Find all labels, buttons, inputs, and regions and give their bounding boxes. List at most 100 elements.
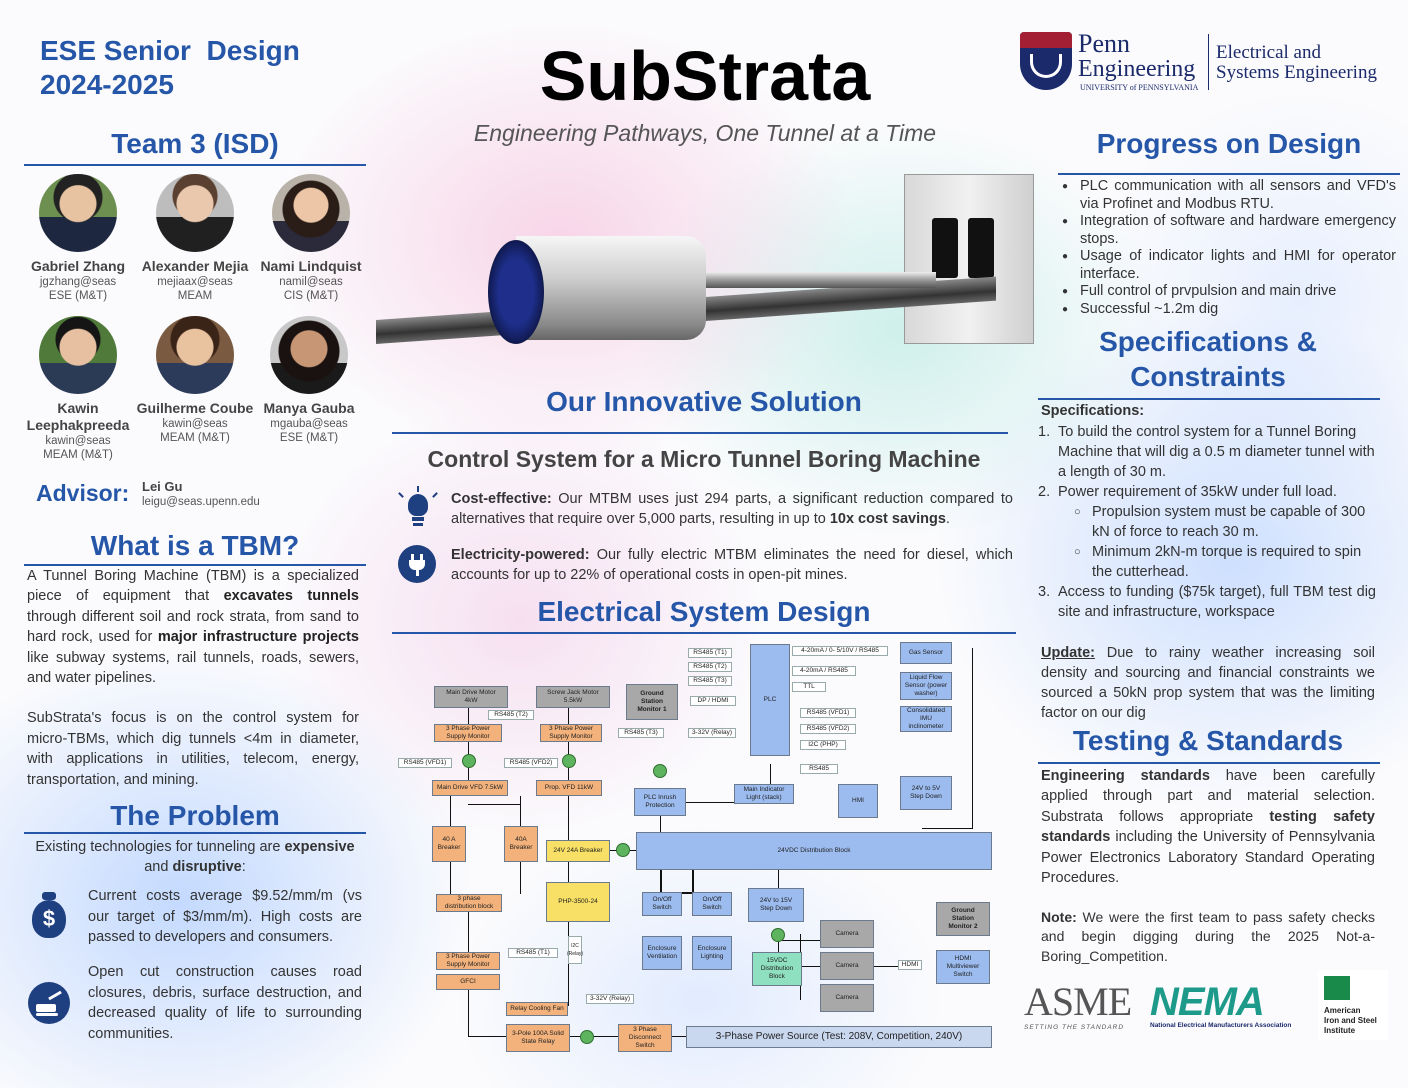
enclosure-ventilation-block: Enclosure Ventilation <box>642 936 682 970</box>
cutterhead-icon <box>488 240 544 344</box>
power-source-block: 3-Phase Power Source (Test: 208V, Compet… <box>686 1026 992 1048</box>
course-name: ESE Senior Design <box>40 35 300 66</box>
plug-icon <box>398 545 436 583</box>
asme-logo-text: ASME <box>1024 979 1132 1024</box>
logo-dept-line2: Systems Engineering <box>1216 62 1377 83</box>
label-i2c-relay: I2C (Relay) <box>567 936 583 964</box>
label-hdmi: HDMI <box>898 960 922 970</box>
hdmi-switch-block: HDMI Multiviewer Switch <box>936 950 990 984</box>
tbm-paragraph-1: A Tunnel Boring Machine (TBM) is a speci… <box>27 568 359 687</box>
nema-tagline: National Electrical Manufacturers Associ… <box>1150 1022 1292 1029</box>
specs-update: Update: Due to rainy weather increasing … <box>1041 645 1375 721</box>
testing-text: Engineering standards have been carefull… <box>1041 768 1375 887</box>
main-indicator-block: Main Indicator Light (stack) <box>734 784 794 804</box>
member-major: MEAM (M&T) <box>43 449 113 461</box>
label-rs485-t3b: RS485 (T3) <box>688 676 732 686</box>
avatar <box>270 316 348 394</box>
specs-heading: Specifications & Constraints <box>1036 324 1380 394</box>
solution-heading: Our Innovative Solution <box>546 386 862 417</box>
team-member: Guilherme Coube kawin@seas MEAM (M&T) <box>136 316 254 445</box>
member-email: mgauba@seas <box>270 418 348 430</box>
avatar <box>156 174 234 252</box>
label-rs485-t1: RS485 (T1) <box>688 648 732 658</box>
member-name: Manya Gauba <box>263 400 355 416</box>
money-bag-icon: $ <box>30 892 68 940</box>
progress-item: Integration of software and hardware eme… <box>1060 213 1396 248</box>
member-major: ESE (M&T) <box>279 432 339 444</box>
label-4-20ma-a: 4-20mA / 0- 5/10V / RS485 <box>792 646 888 656</box>
label-relay-32-bottom: 3-32V (Relay) <box>586 994 634 1004</box>
label-4-20ma-b: 4-20mA / RS485 <box>792 666 856 676</box>
team-member: Gabriel Zhang jgzhang@seas ESE (M&T) <box>19 174 137 303</box>
plc-inrush-block: PLC Inrush Protection <box>634 788 686 816</box>
label-rs485-t1-left: RS485 (T1) <box>508 948 558 958</box>
logo-dept-line1: Electrical and <box>1216 42 1321 63</box>
label-rs485-t3: RS485 (T3) <box>618 728 664 738</box>
advisor-email: leigu@seas.upenn.edu <box>142 496 260 508</box>
specs-heading-line1: Specifications & <box>1099 326 1317 357</box>
member-name: Guilherme Coube <box>136 400 254 416</box>
solution-subheading: Control System for a Micro Tunnel Boring… <box>427 446 981 472</box>
penn-shield-icon <box>1020 32 1072 90</box>
member-email: kawin@seas <box>45 435 111 447</box>
label-rs485-vfd1: RS485 (VFD1) <box>800 708 856 718</box>
spec-item: 3.Access to funding ($75k target), full … <box>1038 584 1376 620</box>
member-major: MEAM (M&T) <box>160 432 230 444</box>
psm-1-block: 3 Phase Power Supply Monitor <box>434 724 502 742</box>
electricity-powered-text: Electricity-powered: Our fully electric … <box>451 547 1013 583</box>
tbm-render <box>376 170 1036 370</box>
lightbulb-icon <box>398 486 438 530</box>
problem-heading: The Problem <box>110 800 280 831</box>
member-email: jgzhang@seas <box>39 276 117 288</box>
connector-node <box>580 1030 594 1044</box>
specs-list: 1.To build the control system for a Tunn… <box>1038 422 1376 622</box>
label-rs485-vfd2-left: RS485 (VFD2) <box>504 758 558 768</box>
progress-list: PLC communication with all sensors and V… <box>1060 178 1396 318</box>
course-year: 2024-2025 <box>40 69 174 100</box>
breaker-2-block: 40A Breaker <box>504 826 538 862</box>
avatar <box>39 316 117 394</box>
member-name: Kawin Leephakpreeda <box>26 400 130 433</box>
penn-logo: Penn Engineering UNIVERSITY of PENNSYLVA… <box>1020 30 1400 94</box>
member-email: namil@seas <box>279 276 343 288</box>
tbm-heading: What is a TBM? <box>90 530 300 561</box>
camera-block: Camera <box>820 952 874 980</box>
progress-item: Successful ~1.2m dig <box>1060 301 1396 319</box>
connector-node <box>653 764 667 778</box>
gas-sensor-block: Gas Sensor <box>900 642 952 664</box>
relay-fan-block: Relay Cooling Fan <box>506 1002 568 1016</box>
member-name: Alexander Mejia <box>141 258 249 274</box>
spec-subitem: Minimum 2kN-m torque is required to spin… <box>1074 542 1376 582</box>
member-major: MEAM <box>177 290 213 302</box>
advisor-label: Advisor: <box>36 480 130 506</box>
ssr-block: 3-Pole 100A Solid State Relay <box>506 1024 570 1052</box>
dist-15vdc-block: 15VDC Distribution Block <box>752 952 802 986</box>
label-relay-32: 3-32V (Relay) <box>688 728 736 738</box>
breaker-1-block: 40 A Breaker <box>432 826 466 862</box>
camera-block: Camera <box>820 920 874 948</box>
psm-2-block: 3 Phase Power Supply Monitor <box>540 724 602 742</box>
excavator-icon <box>28 982 70 1024</box>
spec-item: 1.To build the control system for a Tunn… <box>1038 424 1375 480</box>
label-dp-hdmi: DP / HDMI <box>690 696 736 706</box>
php-block: PHP-3500-24 <box>546 882 610 922</box>
spec-sublist: Propulsion system must be capable of 300… <box>1056 502 1376 582</box>
ground-station-1-block: Ground Station Monitor 1 <box>626 684 678 720</box>
dist-24vdc-block: 24VDC Distribution Block <box>636 832 992 870</box>
aisi-line3: Institute <box>1324 1026 1356 1035</box>
breaker-24-block: 24V 24A Breaker <box>546 840 610 862</box>
screw-jack-motor-block: Screw Jack Motor 5.5kW <box>536 686 610 708</box>
plc-block: PLC <box>750 644 790 756</box>
member-major: CIS (M&T) <box>283 290 339 302</box>
member-name: Gabriel Zhang <box>30 258 126 274</box>
specs-label: Specifications: <box>1041 403 1145 419</box>
member-name: Nami Lindquist <box>260 258 362 274</box>
connector-node <box>616 843 630 857</box>
specs-heading-line2: Constraints <box>1130 361 1286 392</box>
avatar <box>156 316 234 394</box>
onoff-switch-1: On/Off Switch <box>642 892 682 916</box>
logo-penn-text: Penn <box>1078 29 1130 58</box>
disconnect-block: 3 Phase Disconnect Switch <box>618 1024 672 1052</box>
logo-upenn-text: UNIVERSITY of PENNSYLVANIA <box>1080 83 1199 92</box>
problem-intro: Existing technologies for tunneling are … <box>35 839 355 875</box>
